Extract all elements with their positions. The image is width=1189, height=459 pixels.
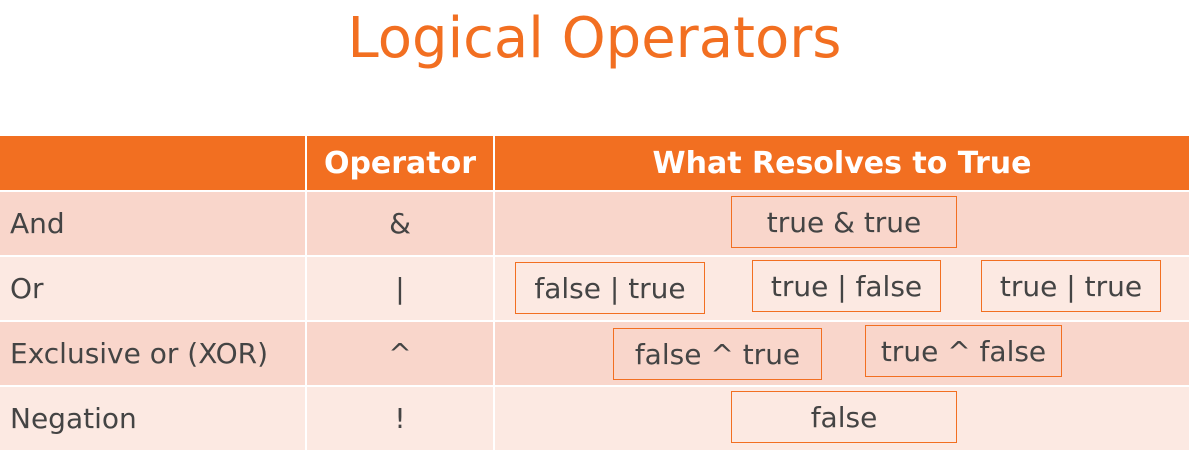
operators-table: Operator What Resolves to True And & tru…: [0, 136, 1189, 452]
expressions-cell: false | true true | false true | true: [494, 256, 1189, 322]
operator-name: And: [0, 191, 307, 257]
expressions-cell: true & true: [494, 191, 1189, 257]
expressions-cell: false: [494, 386, 1189, 452]
header-operator: Operator: [306, 136, 495, 192]
table-row: Or | false | true true | false true | tr…: [0, 256, 1189, 322]
operator-name: Or: [0, 256, 307, 322]
header-resolves-true: What Resolves to True: [494, 136, 1189, 192]
table-row: And & true & true: [0, 191, 1189, 257]
operator-name: Exclusive or (XOR): [0, 321, 307, 387]
table-row: Exclusive or (XOR) ^ false ^ true true ^…: [0, 321, 1189, 387]
expression-box: false: [731, 391, 957, 443]
expression-box: true ^ false: [865, 325, 1062, 377]
table-header-row: Operator What Resolves to True: [0, 136, 1189, 192]
operator-symbol: !: [306, 386, 495, 452]
slide-title: Logical Operators: [347, 6, 842, 71]
expression-box: true & true: [731, 196, 957, 248]
operator-symbol: &: [306, 191, 495, 257]
expression-box: false ^ true: [613, 328, 822, 380]
operator-name: Negation: [0, 386, 307, 452]
expressions-cell: false ^ true true ^ false: [494, 321, 1189, 387]
expression-box: true | true: [981, 260, 1161, 312]
expression-box: false | true: [515, 262, 705, 314]
expression-box: true | false: [752, 260, 941, 312]
table-row: Negation ! false: [0, 386, 1189, 452]
operator-symbol: |: [306, 256, 495, 322]
header-name: [0, 136, 307, 192]
operator-symbol: ^: [306, 321, 495, 387]
